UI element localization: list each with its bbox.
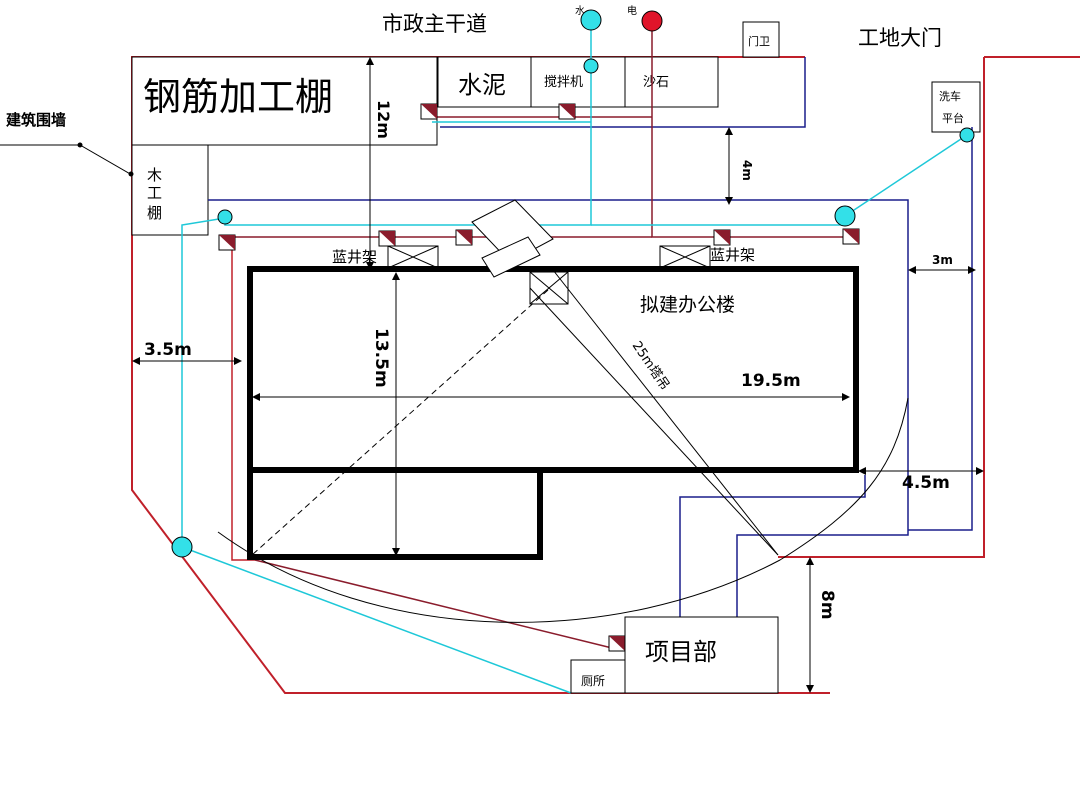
dim-3m-label: 3m	[932, 253, 953, 267]
dim-arrow	[908, 266, 916, 274]
distribution-box	[608, 635, 626, 652]
dim-arrow	[392, 272, 400, 280]
dim-arrow	[842, 393, 850, 401]
crane-radius-line	[251, 289, 549, 556]
dim-arrow	[366, 57, 374, 65]
building-label: 拟建办公楼	[640, 294, 735, 316]
dim-arrow	[725, 127, 733, 135]
car-wash-platform	[931, 81, 981, 133]
water-source-label: 水	[575, 5, 585, 17]
wood-shed-label-2: 工	[147, 184, 162, 202]
dim-4-5m-label: 4.5m	[902, 473, 950, 493]
dim-12m-label: 12m	[374, 100, 393, 139]
distribution-box	[842, 228, 860, 245]
site-road-inner	[679, 475, 866, 617]
mixer-shed	[530, 56, 626, 108]
wall-label: 建筑围墙	[6, 111, 66, 129]
site-boundary-wall	[131, 56, 830, 694]
dim-arrow	[968, 266, 976, 274]
distribution-box	[218, 234, 236, 251]
wall-leader-line	[0, 144, 133, 176]
wood-shed-label-3: 棚	[147, 204, 162, 222]
dim-arrow	[252, 393, 260, 401]
mixer-label: 搅拌机	[544, 74, 583, 90]
wall-leader-dot	[77, 142, 83, 148]
site-gate-label: 工地大门	[858, 26, 942, 50]
distribution-box	[420, 103, 438, 120]
steel-processing-shed	[131, 56, 438, 146]
dim-3-5m-label: 3.5m	[144, 340, 192, 360]
water-valve-node	[834, 205, 856, 227]
project-office	[624, 616, 779, 694]
wash-label-1: 洗车	[939, 89, 961, 103]
distribution-box	[378, 230, 396, 247]
power-line-office	[254, 559, 613, 649]
tower-crane	[471, 199, 779, 556]
dim-13-5m-label: 13.5m	[371, 328, 391, 388]
dim-8m-label: 8m	[817, 590, 837, 620]
dim-arrow	[366, 262, 374, 270]
site-road-loop	[208, 199, 909, 617]
power-source-label: 电	[627, 4, 637, 17]
hoist-right-label: 蓝井架	[710, 246, 755, 264]
cement-label: 水泥	[458, 71, 506, 99]
main-road-label: 市政主干道	[382, 12, 487, 36]
distribution-box	[455, 229, 473, 246]
crane-label: 25m塔吊	[629, 339, 672, 393]
sand-label: 沙石	[643, 75, 669, 90]
dim-arrow	[392, 548, 400, 556]
water-source-node	[580, 9, 602, 31]
project-office-label: 项目部	[645, 638, 717, 666]
material-hoist-right	[659, 245, 711, 269]
dim-arrow	[234, 357, 242, 365]
material-hoist-left	[387, 245, 439, 269]
dim-4m-label: 4m	[740, 160, 754, 181]
sand-yard	[624, 56, 719, 108]
dim-arrow	[858, 467, 866, 475]
dim-arrow	[132, 357, 140, 365]
site-boundary-right-side	[778, 57, 985, 558]
toilet-label: 厕所	[581, 674, 605, 688]
water-valve-node	[583, 58, 599, 74]
water-valve-node	[171, 536, 193, 558]
wash-label-2: 平台	[942, 111, 964, 125]
power-source-node	[641, 10, 663, 32]
wood-shed	[131, 144, 209, 236]
cement-shed	[437, 56, 532, 108]
distribution-box	[713, 229, 731, 246]
water-line-wash	[844, 134, 968, 217]
water-line-toilet	[181, 546, 572, 694]
distribution-box	[558, 103, 576, 120]
guard-label: 门卫	[748, 34, 770, 48]
toilet	[570, 659, 626, 694]
dim-19-5m-label: 19.5m	[741, 371, 801, 391]
guard-house	[742, 21, 780, 58]
dim-arrow	[976, 467, 984, 475]
crane-swing-arc	[217, 397, 909, 623]
gate-road	[908, 127, 973, 531]
wood-shed-label-1: 木	[147, 166, 162, 184]
dim-arrow	[725, 197, 733, 205]
water-valve-node	[959, 127, 975, 143]
wall-leader-dot	[128, 171, 134, 177]
dim-arrow	[806, 685, 814, 693]
site-road-outer	[440, 57, 806, 128]
water-valve-node	[217, 209, 233, 225]
steel-shed-label: 钢筋加工棚	[143, 75, 333, 119]
hoist-left-label: 蓝井架	[332, 248, 377, 266]
dim-arrow	[806, 557, 814, 565]
